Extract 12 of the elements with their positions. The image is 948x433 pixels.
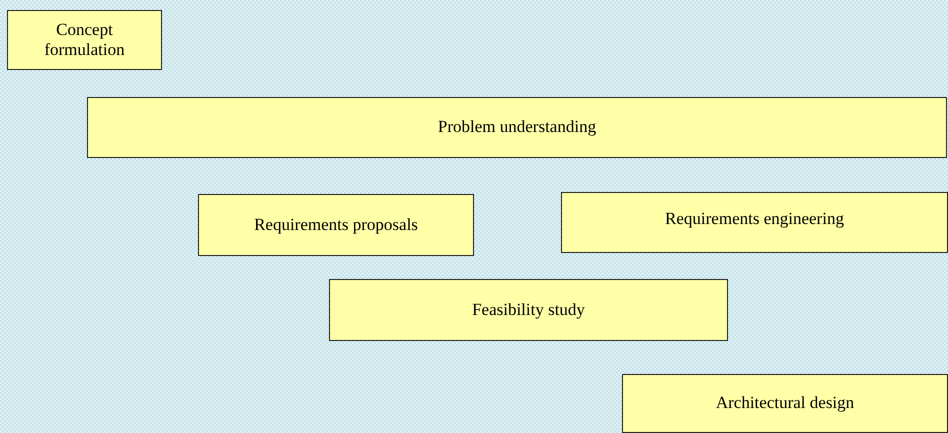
phase-box xyxy=(198,194,474,256)
phase-label: Architectural design xyxy=(716,393,854,414)
phase-box xyxy=(622,374,948,433)
phase-box xyxy=(87,97,947,158)
phase-label: Requirements engineering xyxy=(665,209,844,230)
phase-label: Feasibility study xyxy=(472,300,585,320)
phase-box xyxy=(7,10,162,70)
phase-box xyxy=(329,279,728,341)
phase-label: Concept formulation xyxy=(43,20,126,60)
phase-box xyxy=(561,192,948,253)
phase-label: Problem understanding xyxy=(438,117,596,138)
phase-label: Requirements proposals xyxy=(254,214,418,236)
